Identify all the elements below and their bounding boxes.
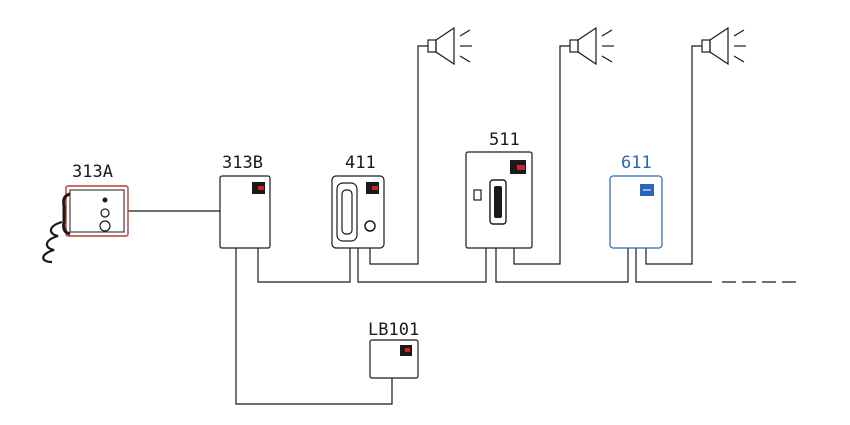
device-label-611: 611: [621, 153, 652, 173]
device-label-313A: 313A: [72, 162, 113, 182]
speaker-icon: [569, 26, 614, 66]
speaker-icon: [701, 26, 746, 66]
device-label-411: 411: [345, 153, 376, 173]
device-313A: 313A: [42, 162, 129, 264]
device-411: 411: [331, 153, 385, 249]
wiring: [128, 45, 800, 405]
speaker-icon: [427, 26, 472, 66]
device-LB101: LB101: [368, 320, 419, 379]
device-label-LB101: LB101: [368, 320, 419, 340]
device-label-313B: 313B: [222, 153, 263, 173]
device-label-511: 511: [489, 130, 520, 150]
device-611: 611: [609, 153, 663, 249]
device-511: 511: [465, 130, 533, 249]
device-313B: 313B: [219, 153, 271, 249]
